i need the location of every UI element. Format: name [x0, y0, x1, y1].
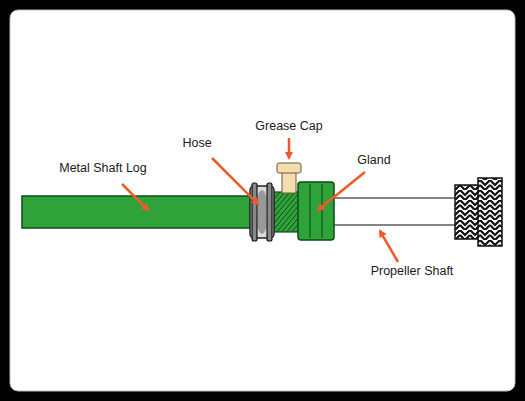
gland-nut — [298, 182, 334, 240]
nut-edge — [310, 184, 311, 238]
nut-edge — [322, 184, 323, 238]
part-label: Grease Cap — [255, 119, 322, 134]
leader-arrow — [318, 172, 365, 210]
propeller-shaft — [330, 198, 458, 225]
part-label: Gland — [357, 153, 390, 168]
hose-shade — [256, 190, 268, 234]
grease-cap-stem — [282, 171, 296, 193]
part-label: Metal Shaft Log — [59, 161, 147, 176]
panel — [10, 10, 515, 391]
leader-arrow — [212, 158, 258, 204]
propeller-hub — [455, 185, 481, 239]
leader-arrow — [380, 231, 398, 262]
part-label: Propeller Shaft — [371, 264, 454, 279]
leader-arrow — [122, 184, 148, 210]
thread — [272, 192, 300, 232]
part-label: Hose — [182, 136, 211, 151]
grease-cap — [277, 163, 301, 173]
leader-arrow — [288, 138, 291, 158]
propeller — [478, 178, 502, 246]
